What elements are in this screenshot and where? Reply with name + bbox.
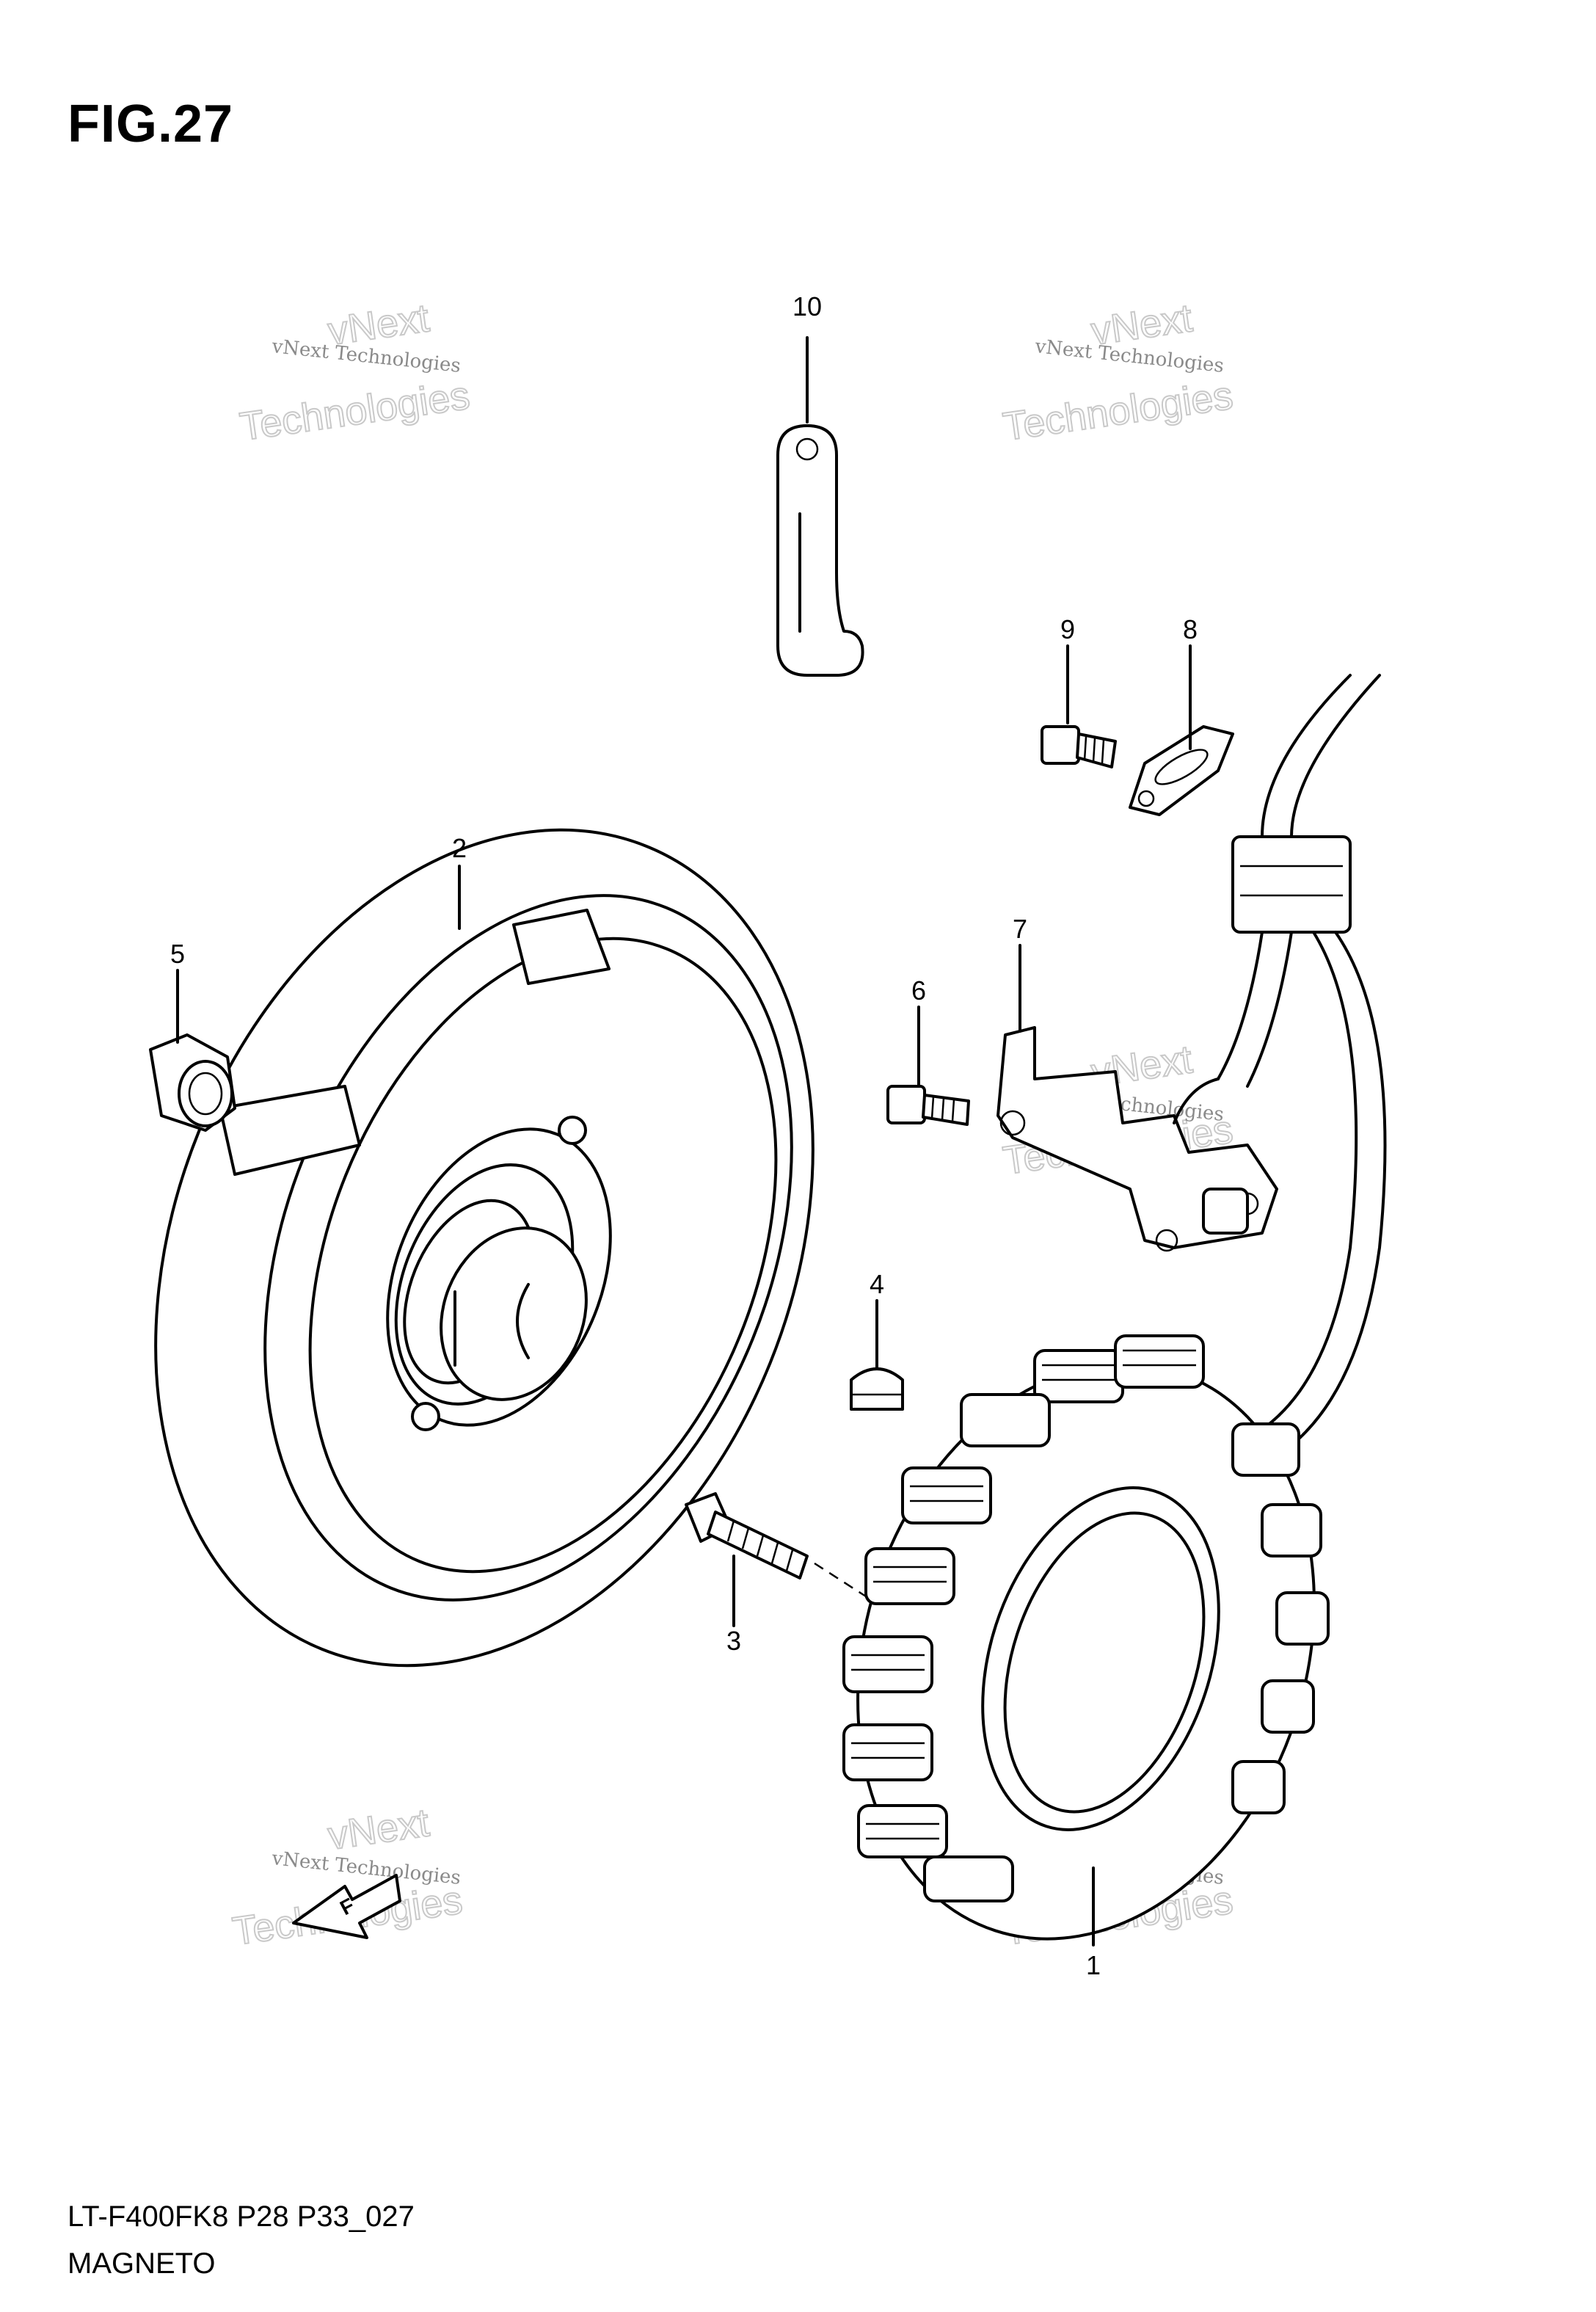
part-4-key bbox=[850, 1367, 904, 1411]
callout-3: 3 bbox=[726, 1626, 741, 1656]
callout-9: 9 bbox=[1060, 614, 1075, 644]
leader-lines bbox=[176, 336, 1192, 1946]
figure-code: LT-F400FK8 P28 P33_027 bbox=[68, 2200, 415, 2233]
part-7-pickup bbox=[996, 1026, 1278, 1252]
svg-text:vNext: vNext bbox=[325, 1800, 431, 1858]
part-10-clamp bbox=[776, 424, 864, 677]
callout-10: 10 bbox=[792, 291, 822, 321]
part-9-bolt bbox=[1041, 725, 1117, 768]
direction-arrow: F bbox=[292, 1874, 401, 1939]
watermark-top-right: Technologies vNext vNext Technologies bbox=[999, 295, 1236, 450]
callout-4: 4 bbox=[870, 1269, 884, 1299]
part-5-nut bbox=[149, 1033, 236, 1132]
figure-title: FIG.27 bbox=[68, 95, 234, 153]
callout-6: 6 bbox=[911, 975, 926, 1006]
part-1-stator bbox=[814, 1334, 1330, 1941]
svg-text:Technologies: Technologies bbox=[1000, 374, 1236, 449]
svg-text:vNext Technologies: vNext Technologies bbox=[270, 1847, 462, 1889]
part-8-plate bbox=[1129, 725, 1234, 816]
figure-name: MAGNETO bbox=[68, 2247, 216, 2280]
callout-2: 2 bbox=[452, 833, 467, 863]
callout-1: 1 bbox=[1086, 1950, 1101, 1980]
part-3-bolt bbox=[685, 1492, 809, 1579]
callout-8: 8 bbox=[1183, 614, 1198, 644]
watermark-top-left: Technologies vNext vNext Technologies bbox=[236, 295, 473, 450]
callout-5: 5 bbox=[170, 939, 185, 969]
part-6-screw bbox=[886, 1085, 970, 1126]
svg-text:Technologies: Technologies bbox=[237, 374, 473, 449]
part-2-rotor bbox=[154, 828, 815, 1668]
callout-7: 7 bbox=[1013, 914, 1027, 944]
